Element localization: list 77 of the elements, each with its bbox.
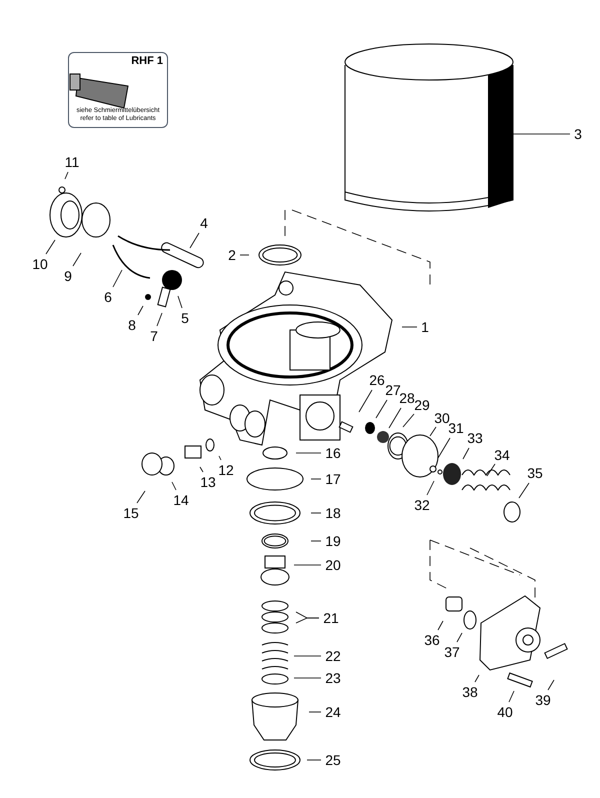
- callout-number: 21: [323, 611, 339, 625]
- callout-number: 16: [325, 446, 341, 460]
- callout-number: 9: [64, 269, 72, 283]
- callout-number: 20: [325, 558, 341, 572]
- leader-line: [172, 482, 176, 490]
- leader-line: [402, 326, 418, 328]
- leader-line: [486, 464, 496, 476]
- callout-number: 2: [228, 248, 236, 262]
- leader-line: [178, 296, 182, 308]
- leader-line: [296, 452, 322, 454]
- leader-line: [296, 618, 320, 624]
- leader-line: [388, 408, 402, 428]
- callout-number: 24: [325, 705, 341, 719]
- callout-number: 32: [414, 498, 430, 512]
- callout-number: 27: [385, 383, 401, 397]
- callout-number: 10: [32, 257, 48, 271]
- leader-line: [112, 270, 122, 288]
- callout-number: 13: [200, 475, 216, 489]
- callout-number: 3: [574, 127, 582, 141]
- callout-number: 14: [173, 493, 189, 507]
- callout-number: 12: [218, 463, 234, 477]
- callout-number: 22: [325, 649, 341, 663]
- callout-number: 35: [527, 466, 543, 480]
- lubricant-code: RHF 1: [131, 54, 164, 69]
- leader-line: [310, 540, 322, 542]
- leader-line: [310, 512, 322, 514]
- callout-number: 11: [64, 155, 80, 169]
- callout-number: 39: [535, 693, 551, 707]
- callout-number: 7: [150, 329, 158, 343]
- leader-line: [402, 414, 414, 428]
- leader-line: [218, 456, 222, 460]
- callout-number: 19: [325, 534, 341, 548]
- leader-line: [200, 466, 204, 472]
- leader-line: [294, 564, 322, 566]
- leader-line: [358, 390, 372, 412]
- callout-number: 18: [325, 506, 341, 520]
- callout-number: 1: [421, 320, 429, 334]
- callout-number: 6: [104, 290, 112, 304]
- callout-number: 38: [462, 685, 478, 699]
- leader-line: [462, 448, 470, 460]
- callout-number: 23: [325, 671, 341, 685]
- callout-number: 37: [444, 645, 460, 659]
- leader-line: [156, 312, 162, 326]
- callout-number: 40: [497, 705, 513, 719]
- leader-line: [548, 680, 554, 690]
- leader-line: [456, 632, 462, 642]
- leader-line: [426, 480, 434, 496]
- callout-number: 30: [434, 411, 450, 425]
- leader-line: [46, 240, 56, 254]
- leader-line: [138, 306, 144, 316]
- callout-number: 26: [369, 373, 385, 387]
- leader-line: [518, 482, 530, 498]
- callout-number: 34: [494, 448, 510, 462]
- callout-number: 29: [414, 398, 430, 412]
- callout-number: 25: [325, 753, 341, 767]
- leader-line: [240, 254, 250, 256]
- leader-line: [190, 232, 200, 248]
- callout-number: 5: [181, 311, 189, 325]
- callout-number: 28: [399, 391, 415, 405]
- leader-line: [310, 478, 322, 480]
- leader-line: [430, 426, 436, 436]
- leader-line: [72, 252, 82, 266]
- leader-line: [438, 620, 444, 630]
- leader-line: [136, 490, 146, 504]
- leader-line: [376, 400, 388, 418]
- callout-number: 4: [200, 216, 208, 230]
- leader-line: [474, 674, 480, 682]
- leader-line: [64, 172, 68, 180]
- lubricant-note-box: [68, 52, 168, 128]
- callout-number: 31: [448, 421, 464, 435]
- callout-number: 8: [128, 318, 136, 332]
- leader-line: [508, 690, 514, 702]
- callout-number: 17: [325, 472, 341, 486]
- callout-number: 15: [123, 506, 139, 520]
- callout-number: 33: [467, 431, 483, 445]
- leader-line: [438, 438, 450, 458]
- callout-number: 36: [424, 633, 440, 647]
